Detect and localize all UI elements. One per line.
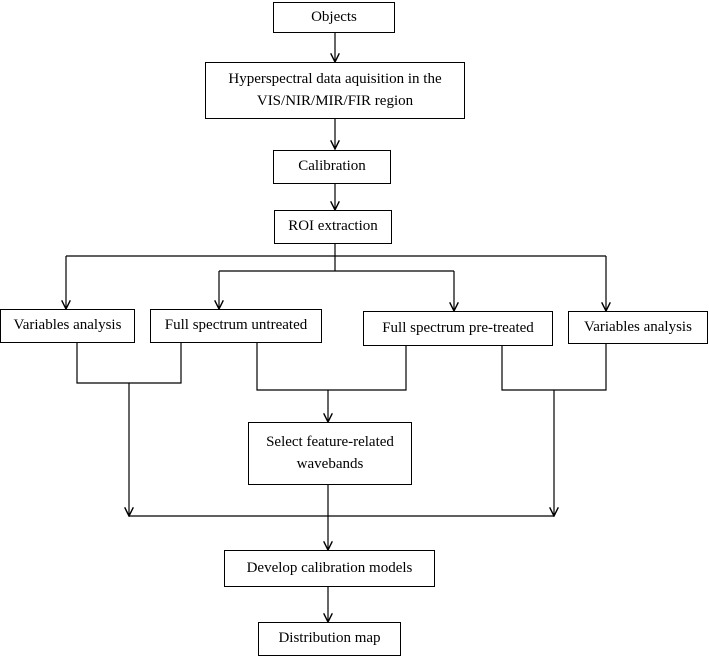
full-spectrum-pretreated-label: Full spectrum pre-treated: [382, 319, 534, 336]
objects-node: Objects: [273, 2, 395, 33]
select-wavebands-node: Select feature-related wavebands: [248, 422, 412, 485]
acquisition-label-line2: VIS/NIR/MIR/FIR region: [256, 92, 414, 109]
calibration-node: Calibration: [273, 150, 391, 184]
roi-extraction-label: ROI extraction: [288, 218, 378, 235]
select-wavebands-label-line2: wavebands: [296, 455, 364, 472]
variables-analysis-left-label: Variables analysis: [13, 317, 122, 334]
acquisition-label-line1: Hyperspectral data aquisition in the: [228, 70, 442, 87]
acquisition-node: Hyperspectral data aquisition in the VIS…: [205, 62, 465, 119]
full-spectrum-untreated-label: Full spectrum untreated: [164, 317, 308, 334]
develop-calibration-models-node: Develop calibration models: [224, 550, 435, 587]
middle-pair-bracket: [256, 342, 407, 391]
roi-extraction-node: ROI extraction: [274, 210, 392, 244]
select-wavebands-label-line1: Select feature-related: [266, 433, 394, 450]
right-pair-bracket: [501, 343, 607, 391]
objects-label: Objects: [311, 8, 357, 25]
variables-analysis-right-node: Variables analysis: [568, 311, 708, 344]
variables-analysis-left-node: Variables analysis: [0, 309, 135, 343]
full-spectrum-untreated-node: Full spectrum untreated: [150, 309, 322, 343]
variables-analysis-right-label: Variables analysis: [584, 318, 692, 335]
calibration-label: Calibration: [298, 158, 366, 175]
distribution-map-label: Distribution map: [278, 630, 381, 647]
develop-calibration-models-label: Develop calibration models: [246, 559, 413, 576]
distribution-map-node: Distribution map: [258, 622, 401, 656]
left-pair-bracket: [76, 342, 182, 384]
full-spectrum-pretreated-node: Full spectrum pre-treated: [363, 311, 553, 346]
